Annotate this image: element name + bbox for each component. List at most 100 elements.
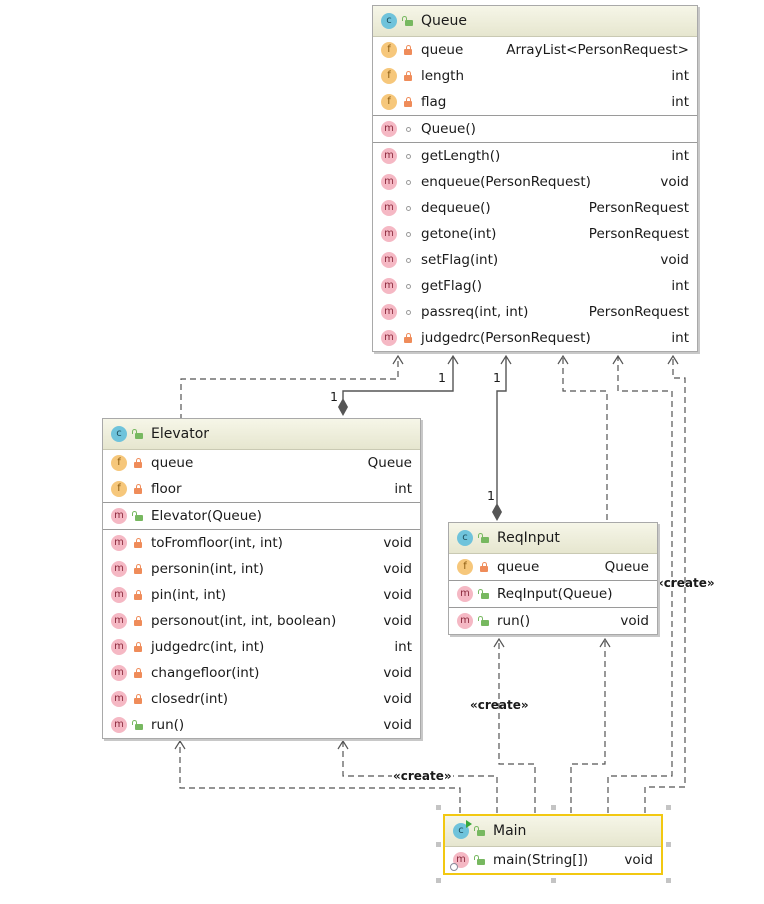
method-row[interactable]: m judgedrc(int, int) int (103, 634, 420, 660)
field-icon: f (381, 42, 397, 58)
method-return-type: void (383, 561, 412, 577)
method-row[interactable]: m changefloor(int) void (103, 660, 420, 686)
section-divider (373, 115, 697, 116)
method-name: judgedrc(int, int) (151, 639, 265, 655)
arrowhead (667, 354, 679, 365)
method-row[interactable]: m run() void (449, 608, 657, 634)
method-icon: m (381, 252, 397, 268)
run-triangle-icon (466, 820, 472, 828)
method-name: enqueue(PersonRequest) (421, 174, 591, 190)
static-method-icon: m (450, 852, 469, 871)
method-row[interactable]: m toFromfloor(int, int) void (103, 530, 420, 556)
field-type: Queue (604, 559, 649, 575)
class-queue[interactable]: c Queue f queue ArrayList<PersonRequest>… (372, 5, 698, 352)
method-icon: m (381, 200, 397, 216)
method-icon: m (111, 639, 127, 655)
method-row[interactable]: m personin(int, int) void (103, 556, 420, 582)
method-row[interactable]: m dequeue() PersonRequest (373, 195, 697, 221)
method-row[interactable]: m getone(int) PersonRequest (373, 221, 697, 247)
field-type: ArrayList<PersonRequest> (506, 42, 689, 58)
resize-handle[interactable] (551, 805, 556, 810)
method-icon: m (111, 508, 127, 524)
method-return-type: int (671, 330, 689, 346)
public-lock-icon (132, 429, 143, 439)
method-row[interactable]: m getLength() int (373, 143, 697, 169)
constructor-row[interactable]: m Queue() (373, 116, 697, 142)
class-name: Main (493, 823, 527, 839)
resize-handle[interactable] (436, 805, 441, 810)
method-icon: m (381, 174, 397, 190)
composition-elevator-queue[interactable] (342, 357, 454, 399)
private-lock-icon (403, 45, 413, 55)
method-return-type: int (671, 148, 689, 164)
method-name: getFlag() (421, 278, 483, 294)
private-lock-icon (133, 564, 143, 574)
field-row[interactable]: f queue Queue (449, 554, 657, 580)
field-type: int (671, 94, 689, 110)
public-lock-icon (474, 855, 485, 865)
field-row[interactable]: f flag int (373, 89, 697, 115)
method-icon: m (111, 717, 127, 733)
class-reqinput[interactable]: c ReqInput f queue Queue m ReqInput(Queu… (448, 522, 658, 635)
field-row[interactable]: f length int (373, 63, 697, 89)
method-name: getone(int) (421, 226, 497, 242)
dependency-elevator-queue[interactable] (180, 357, 399, 420)
private-lock-icon (133, 538, 143, 548)
class-main[interactable]: c Main m main(String[]) void (443, 814, 663, 875)
method-icon: m (381, 226, 397, 242)
method-name: judgedrc(PersonRequest) (421, 330, 591, 346)
resize-handle[interactable] (666, 805, 671, 810)
method-return-type: int (394, 639, 412, 655)
class-elevator[interactable]: c Elevator f queue Queue f floor int m E… (102, 418, 421, 739)
method-row[interactable]: m passreq(int, int) PersonRequest (373, 299, 697, 325)
constructor-name: Elevator(Queue) (151, 508, 262, 524)
public-lock-icon (402, 16, 413, 26)
create-stereotype-label: «create» (470, 698, 529, 712)
dependency-reqinput-queue[interactable] (562, 357, 608, 520)
method-row[interactable]: m run() void (103, 712, 420, 738)
resize-handle[interactable] (551, 878, 556, 883)
resize-handle[interactable] (666, 842, 671, 847)
private-lock-icon (403, 97, 413, 107)
method-row[interactable]: m closedr(int) void (103, 686, 420, 712)
field-row[interactable]: f queue Queue (103, 450, 420, 476)
class-name: Elevator (151, 426, 210, 442)
field-name: flag (421, 94, 447, 110)
method-icon-letter: m (456, 854, 466, 865)
method-icon: m (381, 148, 397, 164)
field-icon: f (457, 559, 473, 575)
method-row[interactable]: m getFlag() int (373, 273, 697, 299)
package-visibility-icon (403, 307, 413, 317)
private-lock-icon (133, 694, 143, 704)
method-row[interactable]: m personout(int, int, boolean) void (103, 608, 420, 634)
class-header[interactable]: c Queue (373, 6, 697, 37)
method-row[interactable]: m setFlag(int) void (373, 247, 697, 273)
method-row[interactable]: m pin(int, int) void (103, 582, 420, 608)
constructor-name: ReqInput(Queue) (497, 586, 613, 602)
field-row[interactable]: f floor int (103, 476, 420, 502)
public-lock-icon (474, 826, 485, 836)
private-lock-icon (133, 590, 143, 600)
method-row[interactable]: m enqueue(PersonRequest) void (373, 169, 697, 195)
constructor-row[interactable]: m Elevator(Queue) (103, 503, 420, 529)
section-divider (103, 502, 420, 503)
package-visibility-icon (403, 124, 413, 134)
composition-diamond (338, 398, 348, 416)
method-return-type: void (383, 691, 412, 707)
arrowhead (174, 739, 186, 750)
method-row[interactable]: m main(String[]) void (445, 847, 661, 873)
resize-handle[interactable] (666, 878, 671, 883)
class-header[interactable]: c Elevator (103, 419, 420, 450)
method-icon: m (111, 613, 127, 629)
resize-handle[interactable] (436, 842, 441, 847)
field-type: Queue (367, 455, 412, 471)
field-row[interactable]: f queue ArrayList<PersonRequest> (373, 37, 697, 63)
class-header[interactable]: c ReqInput (449, 523, 657, 554)
package-visibility-icon (403, 203, 413, 213)
method-row[interactable]: m judgedrc(PersonRequest) int (373, 325, 697, 351)
resize-handle[interactable] (436, 878, 441, 883)
constructor-row[interactable]: m ReqInput(Queue) (449, 581, 657, 607)
class-header[interactable]: c Main (445, 816, 661, 847)
dependency-main-reqinput[interactable] (570, 640, 606, 813)
dependency-main-reqinput-create[interactable] (498, 640, 536, 813)
